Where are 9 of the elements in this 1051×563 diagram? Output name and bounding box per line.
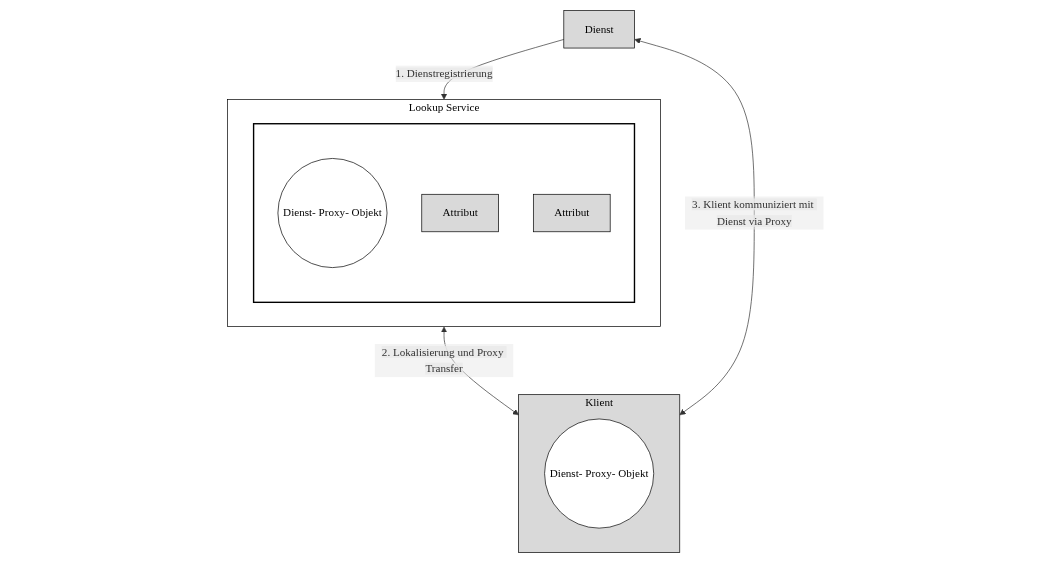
cluster bbox=[252, 123, 636, 303]
node-circle: Dienst- Proxy- Objekt bbox=[277, 158, 388, 268]
node-box: Attribut bbox=[421, 193, 499, 233]
edge-label: 2. Lokalisierung und Proxy Transfer bbox=[381, 346, 504, 375]
node-box: Dienst bbox=[563, 10, 635, 49]
edge-label: 3. Klient kommuniziert mit Dienst via Proxy bbox=[691, 198, 814, 227]
edge-label: 1. Dienstregistrierung bbox=[395, 67, 493, 80]
node-box: Attribut bbox=[532, 193, 611, 233]
node-circle: Dienst- Proxy- Objekt bbox=[544, 418, 654, 529]
